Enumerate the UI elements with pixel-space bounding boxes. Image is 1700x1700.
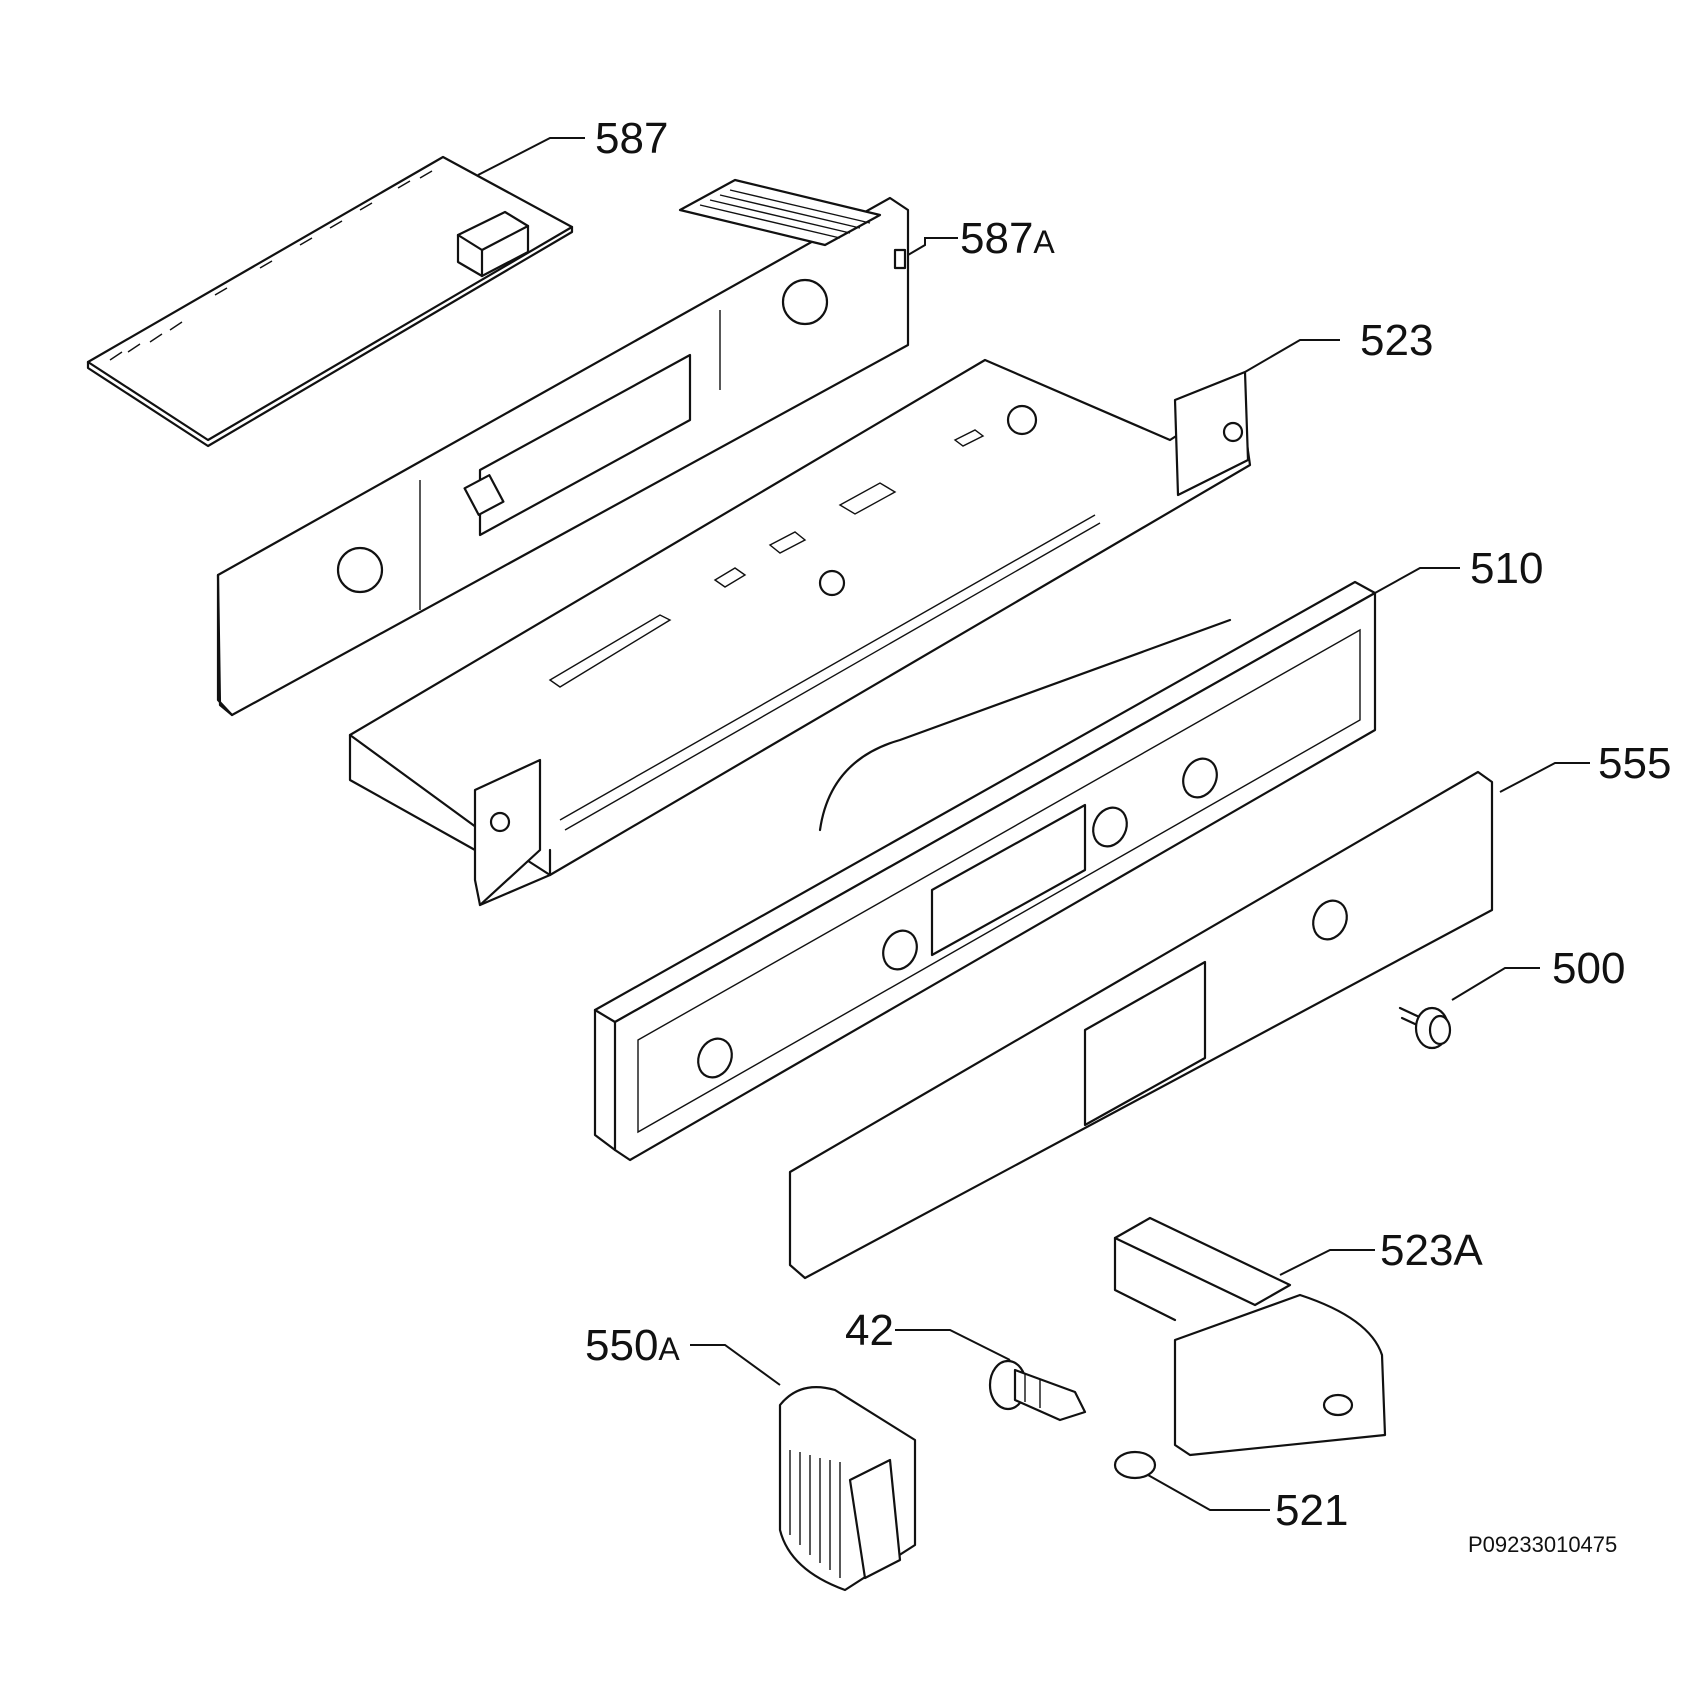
callout-587: 587 (595, 114, 668, 163)
part-500-screw[interactable] (1398, 1006, 1452, 1050)
callout-500: 500 (1552, 944, 1625, 993)
callout-42: 42 (845, 1306, 894, 1355)
callout-587a: 587A (960, 214, 1055, 263)
callout-521: 521 (1275, 1486, 1348, 1535)
leader-521 (1147, 1474, 1270, 1511)
leader-500 (1451, 967, 1540, 1001)
part-550a-left-end-cap[interactable] (778, 1386, 917, 1592)
callout-523: 523 (1360, 316, 1433, 365)
part-587a-board-bracket[interactable] (216, 178, 910, 717)
leader-lines (477, 137, 1590, 1511)
callout-555: 555 (1598, 739, 1671, 788)
leader-555 (1499, 762, 1590, 793)
callout-550a: 550A (585, 1321, 680, 1370)
part-521-o-ring[interactable] (1113, 1450, 1157, 1480)
leader-523 (1244, 339, 1340, 373)
leader-587 (477, 137, 585, 176)
part-555-front-overlay[interactable] (788, 770, 1494, 1280)
leader-550a (690, 1344, 781, 1386)
callout-510: 510 (1470, 544, 1543, 593)
callout-labels: 587 587A 523 510 555 500 523A 42 550A 52… (585, 114, 1671, 1557)
leader-510 (1374, 567, 1460, 594)
part-523-control-frame[interactable] (348, 358, 1252, 907)
leader-42 (895, 1329, 1011, 1361)
part-510-front-panel[interactable] (593, 580, 1377, 1162)
part-523a-right-end-cap[interactable] (1113, 1216, 1387, 1457)
part-587-circuit-board[interactable] (86, 155, 574, 448)
leader-587a (907, 237, 958, 256)
drawing-code: P09233010475 (1468, 1532, 1617, 1557)
leader-523a (1279, 1249, 1375, 1276)
callout-523a: 523A (1380, 1226, 1483, 1275)
part-42-lamp-holder[interactable] (988, 1359, 1087, 1422)
